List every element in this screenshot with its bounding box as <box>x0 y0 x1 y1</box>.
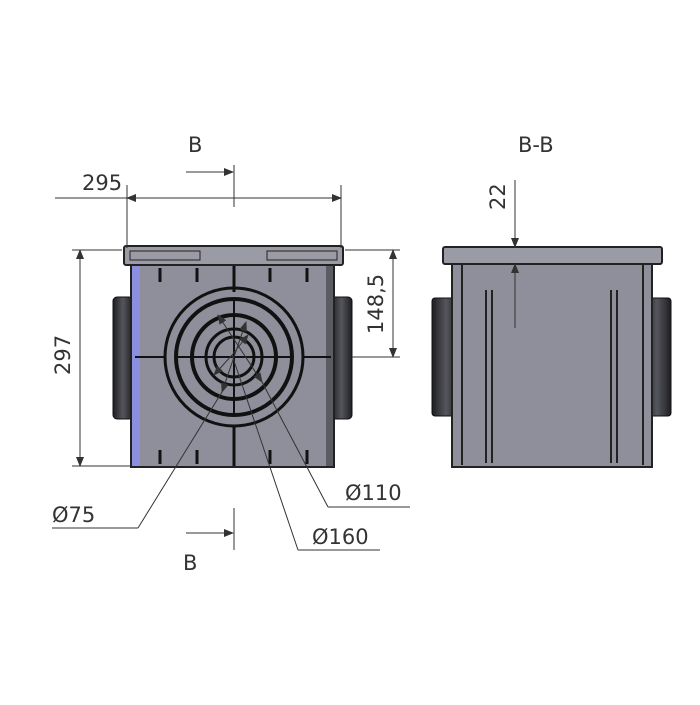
rim-label-right <box>266 250 338 261</box>
section-title: B-B <box>518 133 554 157</box>
dia-large-label: Ø160 <box>312 525 369 549</box>
section-label-bottom: B <box>183 551 197 575</box>
dia-mid-label: Ø110 <box>345 481 402 505</box>
blue-edge <box>132 265 140 466</box>
dim-pipe-axis-label: 148,5 <box>364 274 388 334</box>
section-ribs <box>461 265 644 465</box>
dim-height-label: 297 <box>51 335 75 375</box>
dim-pipe-axis <box>345 249 400 358</box>
right-edge <box>326 265 333 466</box>
section-cut-top <box>186 165 235 207</box>
diameter-leaders <box>52 314 410 551</box>
section-cut-bottom <box>186 508 235 550</box>
dim-height <box>72 249 130 467</box>
rim-label-left <box>129 250 201 261</box>
box-rim <box>123 245 344 266</box>
dia-small-label: Ø75 <box>52 503 95 527</box>
section-body <box>451 262 653 468</box>
section-view: B-B 22 <box>431 133 672 468</box>
front-view: 295 B B 297 148,5 <box>51 133 410 575</box>
section-label-top: B <box>188 133 202 157</box>
section-rim <box>442 246 663 265</box>
dim-rim-label: 22 <box>486 183 510 210</box>
dim-width-label: 295 <box>82 171 122 195</box>
